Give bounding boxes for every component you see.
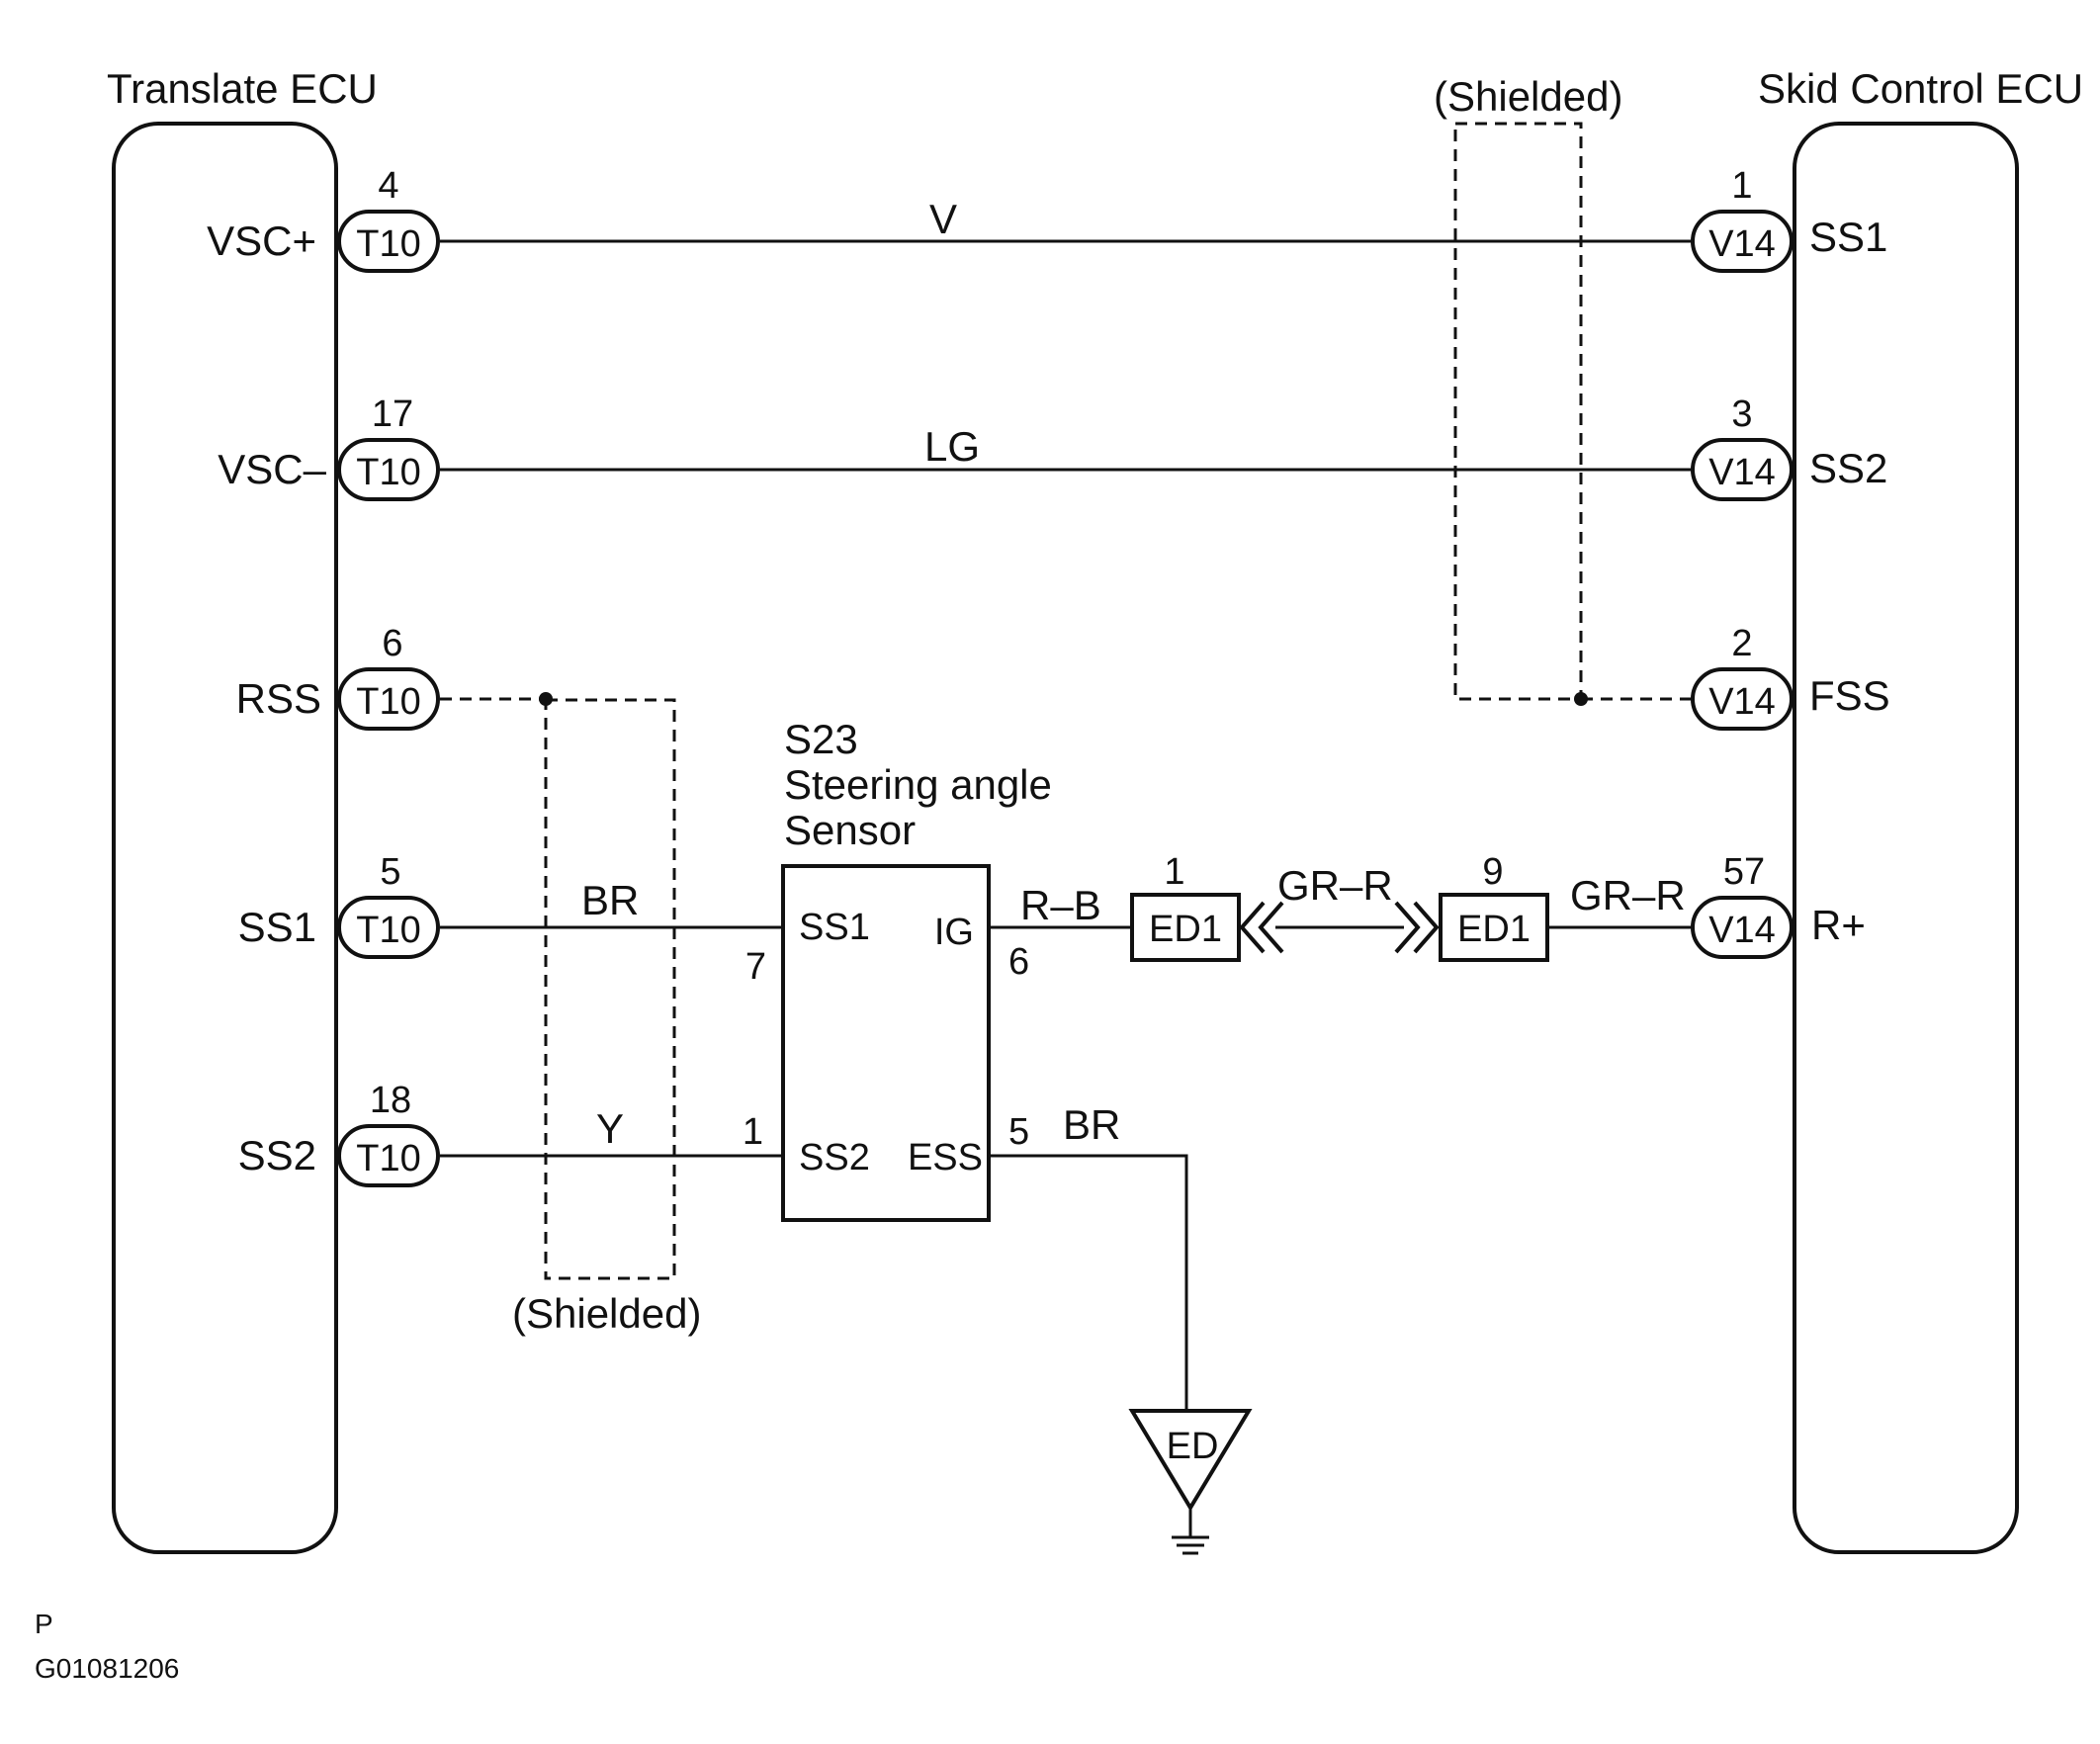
- connector-code: T10: [356, 1138, 420, 1179]
- connector-pill: [1691, 667, 1794, 731]
- connector-code: V14: [1708, 452, 1776, 493]
- terminal-name: SS1: [238, 904, 316, 950]
- connector-pill: [337, 1124, 440, 1187]
- wire-label-vsc-minus: LG: [924, 423, 980, 470]
- sensor-terminal-ig: IG: [934, 912, 974, 953]
- left-terminal-ss1: SS1 T10 5: [238, 851, 440, 959]
- terminal-name: SS2: [238, 1132, 316, 1178]
- terminal-name: FSS: [1809, 672, 1890, 719]
- shield-box-bottom: [544, 698, 676, 1280]
- right-ecu-title: Skid Control ECU: [1758, 65, 2083, 112]
- wire-label-junction-link: GR–R: [1277, 862, 1393, 909]
- junction-ed1-pin1: ED1 1: [1130, 851, 1241, 962]
- wire-label-ig: R–B: [1020, 882, 1101, 928]
- connector-pill: [337, 210, 440, 273]
- sensor-terminal-ss1: SS1: [799, 907, 870, 948]
- ground-point-triangle: [1128, 1409, 1253, 1512]
- junction-box: [1130, 893, 1241, 962]
- terminal-name: VSC–: [218, 446, 326, 492]
- chevron-right-inner-icon: [1394, 901, 1421, 954]
- wire-label-vsc-plus: V: [929, 196, 957, 242]
- connector-code: V14: [1708, 910, 1776, 951]
- connector-code: V14: [1708, 223, 1776, 265]
- wire-ess-ground: [989, 1154, 1188, 1409]
- pin-number: 17: [372, 393, 413, 435]
- left-terminal-rss: RSS T10 6: [236, 623, 440, 731]
- left-ecu-title: Translate ECU: [107, 65, 378, 112]
- chevron-left-inner-icon: [1258, 901, 1284, 954]
- pin-number: 5: [380, 851, 400, 893]
- sensor-pin-ss2: 1: [743, 1111, 763, 1153]
- wire-label-r-plus: GR–R: [1570, 872, 1686, 918]
- terminal-name: RSS: [236, 675, 321, 722]
- connector-pill: [1691, 210, 1794, 273]
- junction-box: [1439, 893, 1549, 962]
- chevron-right-outer-icon: [1413, 901, 1440, 954]
- pin-number: 1: [1731, 165, 1752, 207]
- terminal-name: R+: [1811, 902, 1866, 948]
- connector-pill: [1691, 896, 1794, 959]
- terminal-name: SS2: [1809, 445, 1887, 491]
- shield-label-bottom: (Shielded): [512, 1290, 701, 1337]
- sensor-terminal-ess: ESS: [908, 1137, 983, 1178]
- right-terminal-r-plus: V14 57 R+: [1691, 851, 1866, 959]
- right-ecu-body: [1793, 122, 2019, 1554]
- pin-number: 18: [370, 1080, 411, 1121]
- left-terminal-vsc-plus: VSC+ T10 4: [207, 165, 440, 273]
- footer-figure-id: G01081206: [35, 1653, 179, 1684]
- junction-ed1-pin9: ED1 9: [1439, 851, 1549, 962]
- pin-number: 3: [1731, 393, 1752, 435]
- sensor-body: [781, 864, 991, 1222]
- sensor-name-line1: Steering angle: [784, 761, 1052, 808]
- connector-code: T10: [356, 681, 420, 723]
- left-ecu-body: [112, 122, 338, 1554]
- sensor-pin-ss1: 7: [745, 946, 766, 988]
- terminal-name: SS1: [1809, 214, 1887, 260]
- shield-label-top: (Shielded): [1434, 73, 1622, 120]
- right-terminal-fss: V14 2 FSS: [1691, 623, 1890, 731]
- right-terminal-ss1: V14 1 SS1: [1691, 165, 1887, 273]
- left-terminal-ss2: SS2 T10 18: [238, 1080, 440, 1187]
- wire-label-ss1: BR: [581, 877, 639, 923]
- sensor-pin-ig: 6: [1008, 941, 1029, 983]
- connector-code: T10: [356, 452, 420, 493]
- connector-pill: [337, 667, 440, 731]
- connector-pill: [1691, 438, 1794, 501]
- connector-code: T10: [356, 223, 420, 265]
- sensor-name-line2: Sensor: [784, 807, 916, 853]
- pin-number: 2: [1731, 623, 1752, 664]
- left-terminal-vsc-minus: VSC– T10 17: [218, 393, 440, 501]
- sensor-terminal-ss2: SS2: [799, 1137, 870, 1178]
- wire-label-ss2: Y: [596, 1105, 624, 1152]
- sensor-pin-ess: 5: [1008, 1111, 1029, 1153]
- shield-box-top: [1453, 122, 1583, 701]
- ground-label: ED: [1167, 1426, 1219, 1467]
- pin-number: 4: [378, 165, 398, 207]
- sensor-code: S23: [784, 716, 858, 762]
- chevron-left-outer-icon: [1239, 901, 1266, 954]
- footer-code-letter: P: [35, 1609, 53, 1639]
- junction-code: ED1: [1457, 909, 1531, 950]
- connector-code: V14: [1708, 681, 1776, 723]
- shield-drain-node-right: [1574, 692, 1588, 706]
- terminal-name: VSC+: [207, 218, 316, 264]
- connector-pill: [337, 896, 440, 959]
- junction-code: ED1: [1149, 909, 1222, 950]
- junction-pin: 9: [1482, 851, 1503, 893]
- connector-pill: [337, 438, 440, 501]
- right-terminal-ss2: V14 3 SS2: [1691, 393, 1887, 501]
- junction-pin: 1: [1164, 851, 1184, 893]
- pin-number: 6: [382, 623, 402, 664]
- shield-drain-node-left: [539, 692, 553, 706]
- wire-label-ess: BR: [1063, 1101, 1120, 1148]
- ground-symbol-icon: [1172, 1508, 1209, 1555]
- connector-code: T10: [356, 910, 420, 951]
- pin-number: 57: [1723, 851, 1765, 893]
